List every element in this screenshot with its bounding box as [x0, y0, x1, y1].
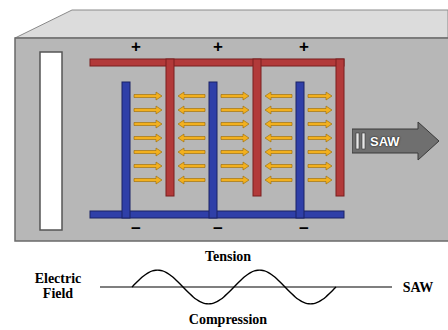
field-arrow: [265, 162, 292, 170]
field-arrow: [265, 120, 292, 128]
field-arrow: [265, 176, 292, 184]
field-arrow: [134, 120, 162, 128]
field-arrow: [221, 106, 249, 114]
wave-bar: [356, 133, 359, 149]
field-arrow: [221, 120, 249, 128]
field-arrow: [178, 106, 205, 114]
field-arrow: [221, 92, 249, 100]
field-arrow: [178, 120, 205, 128]
field-arrow: [221, 134, 249, 142]
field-arrow: [221, 162, 249, 170]
polarity-sign: −: [131, 220, 141, 238]
field-arrow: [134, 162, 162, 170]
field-arrow: [178, 148, 205, 156]
field-arrow: [308, 162, 332, 170]
field-arrow: [265, 148, 292, 156]
polarity-sign: −: [299, 220, 309, 238]
field-arrow: [221, 176, 249, 184]
caption-label: Compression: [189, 313, 267, 328]
wave-arrow: SAW: [352, 121, 440, 161]
polarity-sign: +: [131, 38, 141, 56]
field-arrow: [308, 92, 332, 100]
negative-electrode: [90, 82, 344, 218]
absorber-strip: [40, 52, 62, 230]
field-arrows: [134, 92, 332, 184]
caption-label: SAW: [403, 281, 433, 296]
field-arrow: [265, 106, 292, 114]
axis-line: [100, 286, 392, 287]
field-arrow: [178, 162, 205, 170]
field-arrow: [308, 106, 332, 114]
field-arrow: [265, 134, 292, 142]
field-arrow: [134, 106, 162, 114]
field-arrow: [265, 92, 292, 100]
caption-label: Electric Field: [23, 272, 93, 301]
field-arrow: [134, 134, 162, 142]
field-arrow: [178, 92, 205, 100]
wave-bar: [362, 133, 365, 149]
polarity-sign: −: [213, 220, 223, 238]
sine-wave: [132, 270, 336, 304]
field-arrow: [134, 148, 162, 156]
field-arrow: [308, 134, 332, 142]
polarity-sign: +: [299, 38, 309, 56]
field-arrow: [134, 92, 162, 100]
field-arrow: [178, 176, 205, 184]
field-arrow: [308, 120, 332, 128]
substrate-face: [15, 38, 448, 241]
caption-label: Tension: [205, 250, 251, 265]
field-arrow: [308, 148, 332, 156]
substrate-top: [15, 10, 448, 38]
field-arrow: [221, 148, 249, 156]
field-arrow: [178, 134, 205, 142]
arrow-label: SAW: [370, 134, 400, 149]
arrow-body: [352, 122, 439, 160]
field-arrow: [308, 176, 332, 184]
polarity-sign: +: [213, 38, 223, 56]
field-arrow: [134, 176, 162, 184]
